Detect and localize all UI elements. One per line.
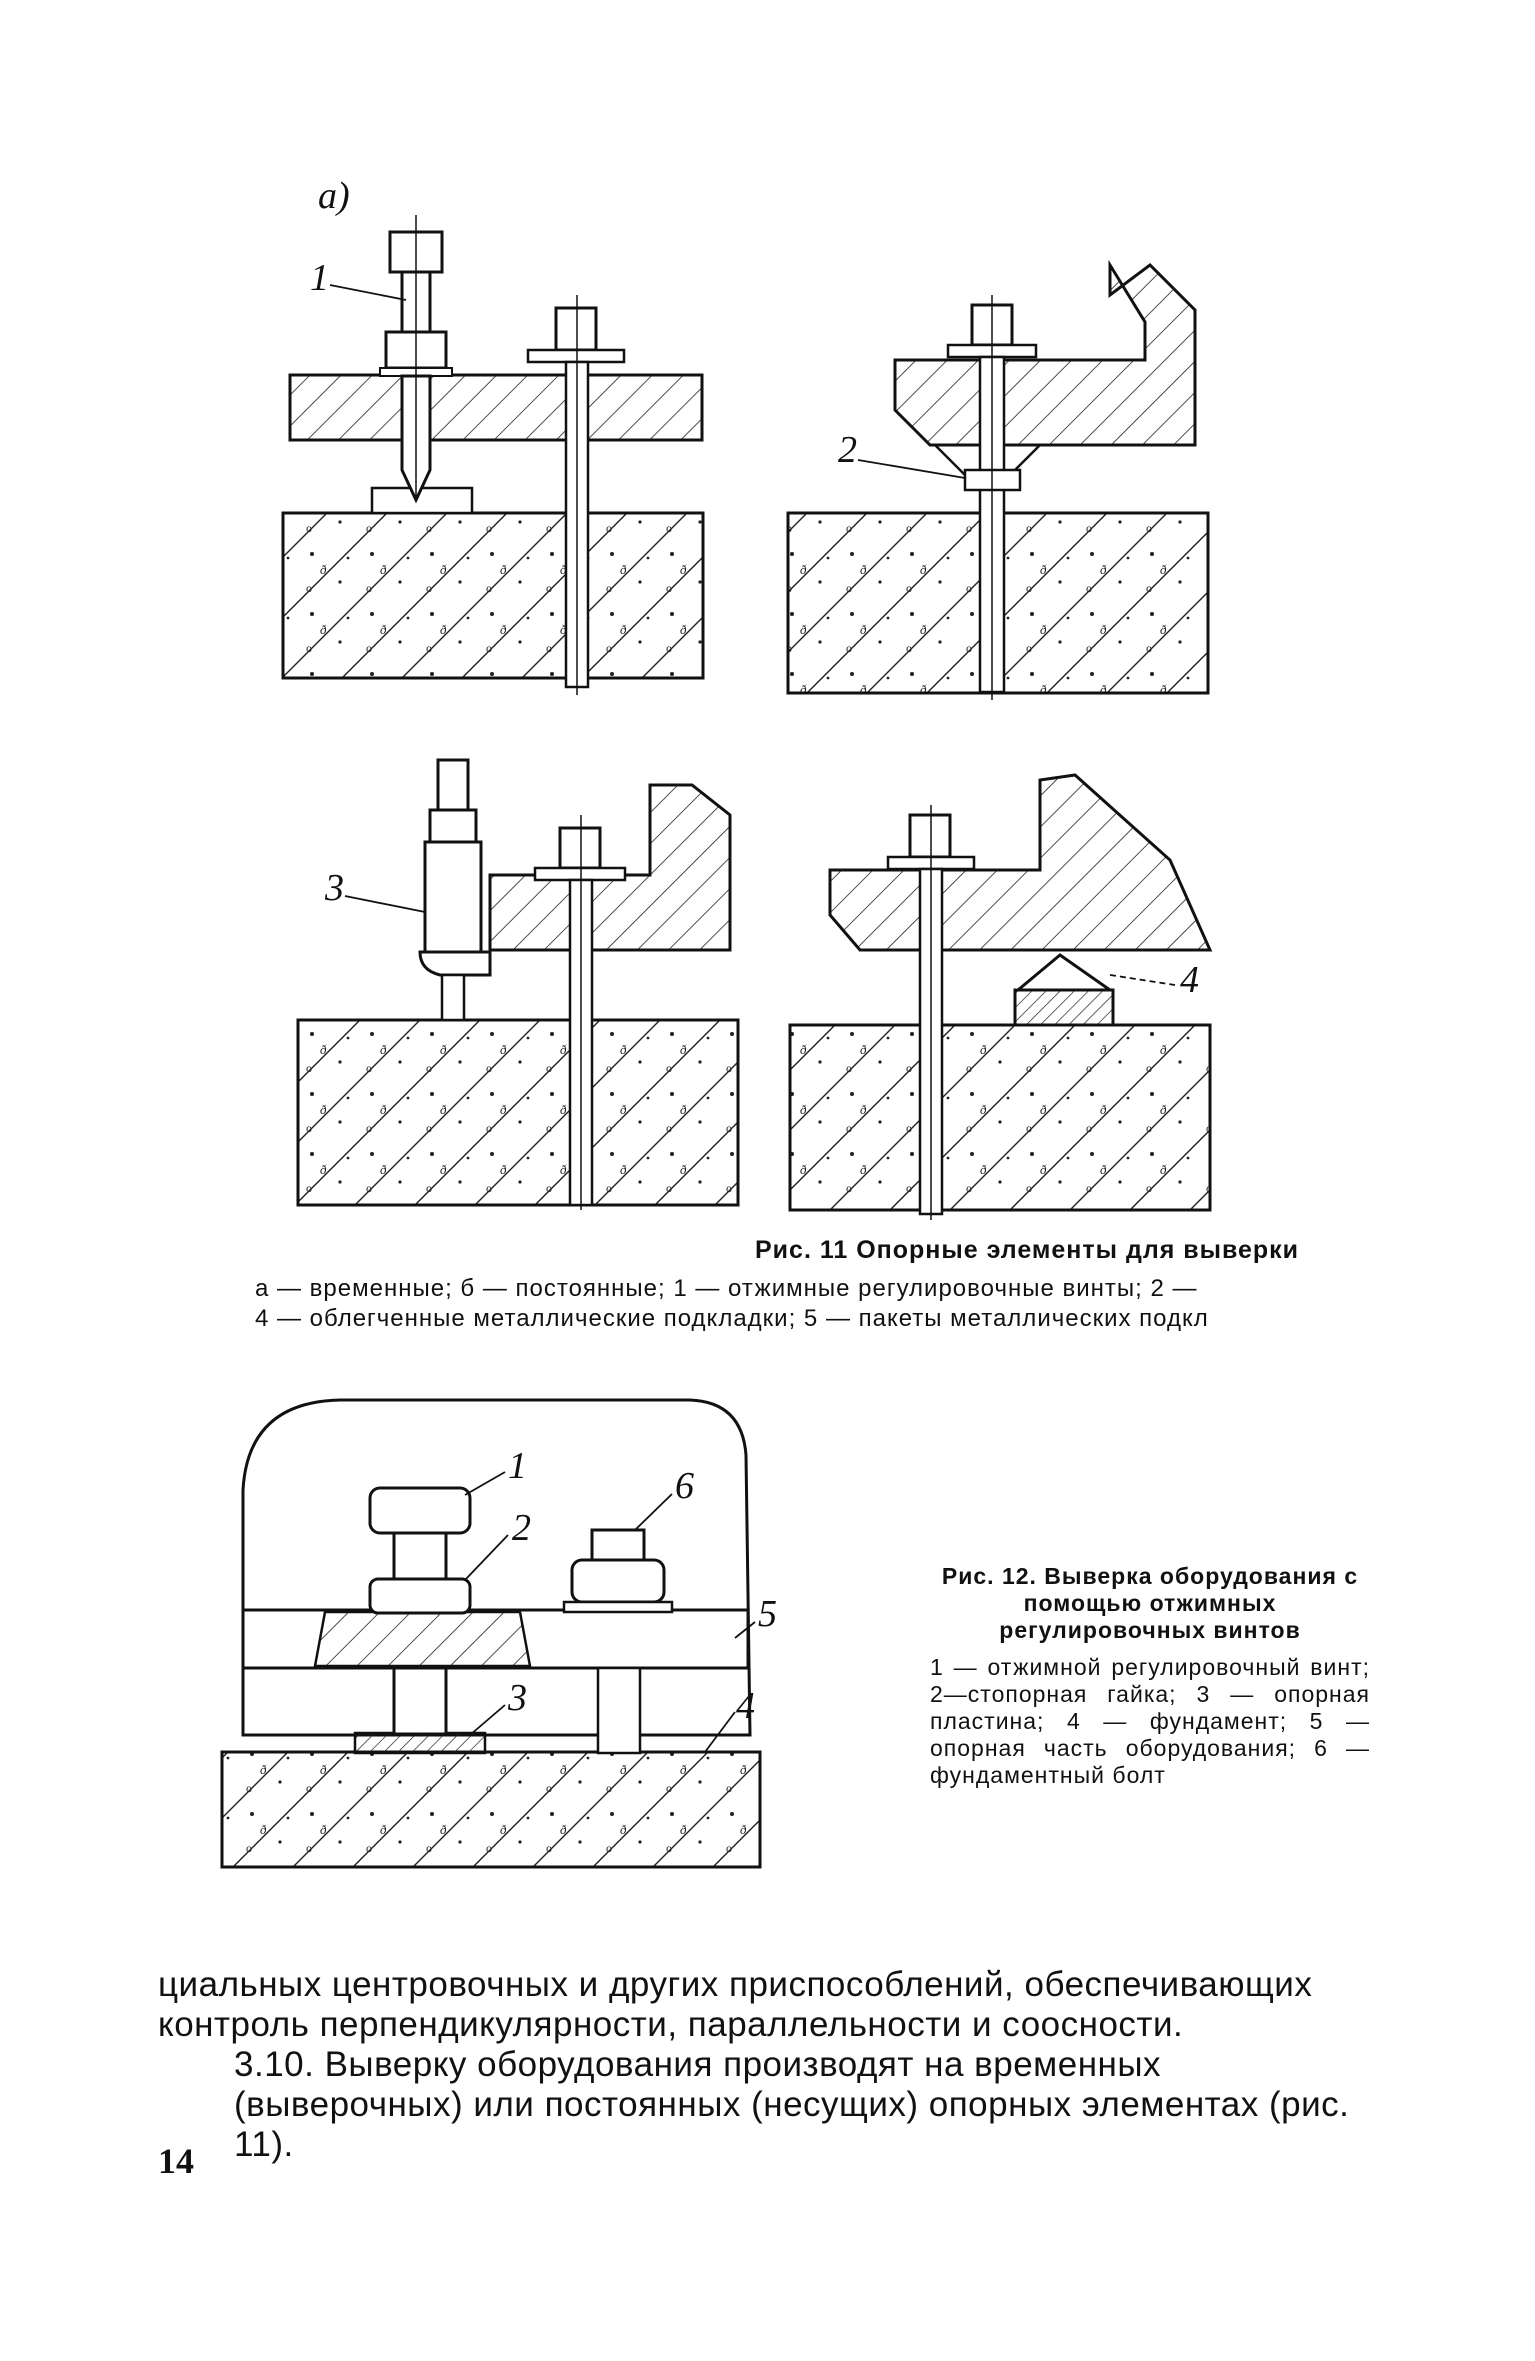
foundation — [281, 511, 705, 680]
body-line-1: циальных центровочных и других приспособ… — [158, 1965, 1313, 2004]
callout-1: 1 — [310, 257, 329, 299]
body-text: циальных центровочных и других приспособ… — [158, 1965, 1378, 2165]
anchor-bolt — [946, 295, 1038, 700]
callout-4: 4 — [736, 1685, 755, 1727]
body-line-2: контроль перпендикулярности, параллельно… — [158, 2005, 1184, 2044]
foundation — [220, 1750, 762, 1869]
callout-5: 5 — [758, 1593, 777, 1635]
fig11-panel-b: 2 — [786, 259, 1210, 700]
anchor-bolt — [886, 805, 976, 1220]
callout-2: 2 — [512, 1507, 531, 1549]
fig11-caption-line2: 4 — облегченные металлические подкладки;… — [255, 1305, 1209, 1332]
support-plate — [353, 1731, 487, 1755]
jack-screw — [368, 1486, 472, 1736]
fig12: 1 2 3 4 5 6 — [220, 1398, 777, 1869]
fig12-caption-legend: 1 — отжимной регулировочный винт; 2—стоп… — [930, 1654, 1370, 1788]
support-pad — [370, 486, 474, 515]
callout-1: 1 — [508, 1445, 527, 1487]
fig11-caption-title: Рис. 11 Опорные элементы для выверки — [755, 1236, 1300, 1264]
equipment-plate — [288, 373, 704, 442]
lock-nut-seat — [313, 1610, 532, 1668]
fig12-caption: Рис. 12. Выверка оборудования с помощью … — [930, 1563, 1370, 1789]
fig11-panel-d: 4 — [788, 773, 1213, 1220]
page-number: 14 — [158, 2141, 194, 2181]
foundation — [296, 1018, 740, 1207]
fig11-panel-c: 3 — [296, 758, 740, 1210]
callout-2: 2 — [838, 429, 857, 471]
anchor-bolt — [526, 295, 626, 695]
callout-6: 6 — [675, 1465, 694, 1507]
shim-pack — [1013, 953, 1115, 1027]
foundation — [788, 1023, 1212, 1212]
fig11-caption-line1: а — временные; б — постоянные; 1 — отжим… — [255, 1275, 1198, 1302]
fig11-panel-label: а) — [318, 175, 350, 217]
fig11-caption: а — временные; б — постоянные; 1 — отжим… — [255, 1274, 1375, 1334]
callout-3: 3 — [324, 867, 344, 909]
anchor-bolt — [533, 815, 627, 1210]
callout-3: 3 — [507, 1677, 527, 1719]
jack-screw — [418, 758, 492, 1022]
equipment-foot — [488, 783, 732, 952]
paragraph-3-10: 3.10. Выверку оборудования производят на… — [234, 2045, 1350, 2164]
jack-screw — [379, 215, 453, 504]
fig12-caption-title: Рис. 12. Выверка оборудования с помощью … — [941, 1563, 1359, 1643]
equipment-body — [241, 1398, 752, 1737]
equipment-foot — [893, 259, 1197, 447]
callout-4: 4 — [1180, 959, 1199, 1001]
foundation-bolt — [562, 1528, 674, 1755]
fig11-panel-a: а) 1 — [281, 175, 705, 695]
